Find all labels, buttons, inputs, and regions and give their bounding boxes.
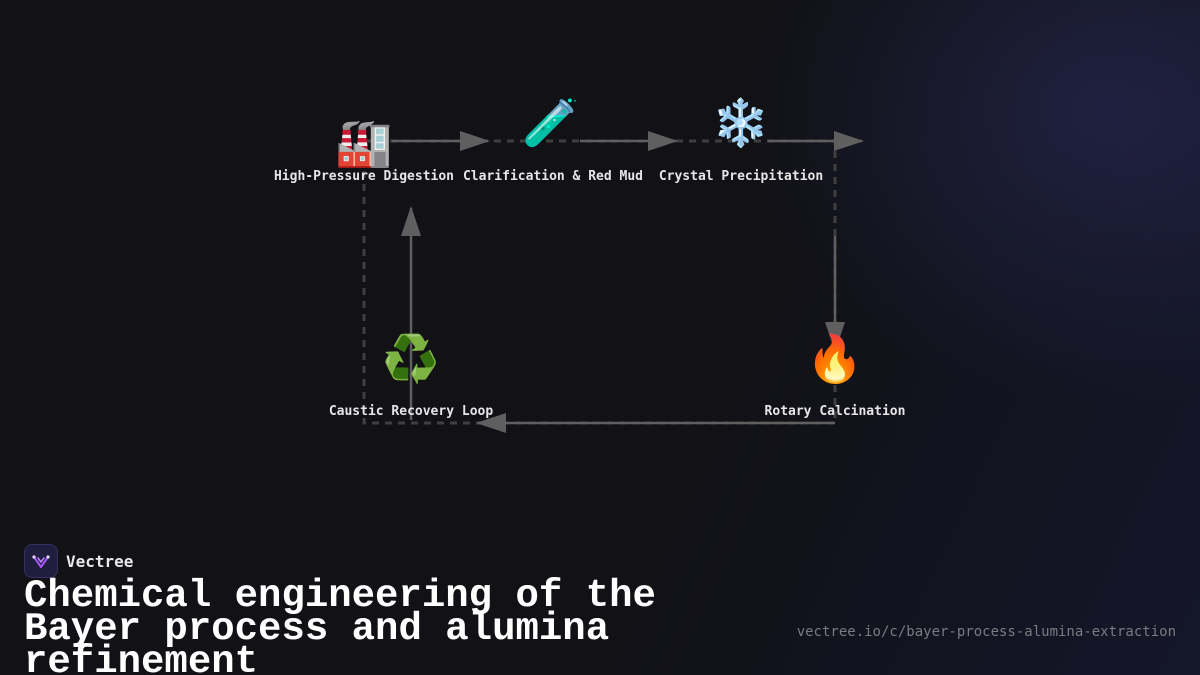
brand: Vectree [24, 544, 133, 578]
test-tube-icon: 🧪 [522, 96, 579, 150]
recycle-icon: ♻️ [382, 332, 439, 386]
page-title: Chemical engineering of the Bayer proces… [24, 574, 656, 675]
node-precipitation: ❄️ Crystal Precipitation [659, 96, 823, 185]
node-label: High-Pressure Digestion [274, 169, 454, 184]
snowflake-icon: ❄️ [712, 96, 769, 150]
source-url[interactable]: vectree.io/c/bayer-process-alumina-extra… [796, 624, 1176, 640]
node-recovery: ♻️ Caustic Recovery Loop [329, 332, 494, 420]
node-calcination: 🔥 Rotary Calcination [765, 332, 906, 420]
factory-icon: 🏭 [335, 116, 392, 170]
node-clarification: 🧪 Clarification & Red Mud [463, 96, 643, 185]
fire-icon: 🔥 [806, 332, 863, 386]
node-label: Crystal Precipitation [659, 169, 823, 184]
node-label: Clarification & Red Mud [463, 169, 643, 184]
vectree-logo-icon [24, 544, 58, 578]
node-label: Rotary Calcination [765, 404, 906, 419]
node-digestion: 🏭 High-Pressure Digestion [274, 116, 454, 185]
brand-name: Vectree [66, 551, 134, 571]
node-label: Caustic Recovery Loop [329, 404, 494, 419]
